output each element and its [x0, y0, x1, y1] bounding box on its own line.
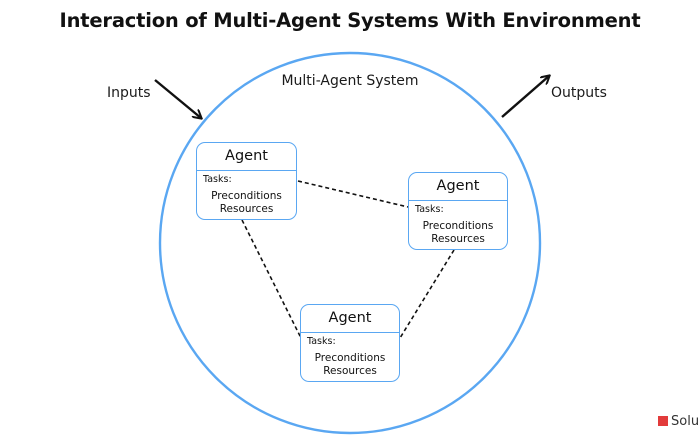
agent-tasks-label: Tasks:	[203, 174, 232, 185]
agent-name: Agent	[409, 173, 507, 201]
agent-item-resources: Resources	[431, 233, 485, 245]
agent-item-preconditions: Preconditions	[314, 352, 386, 364]
agent-item-resources: Resources	[219, 203, 274, 215]
connector-agent1-agent2	[297, 180, 409, 208]
connector-agent1-agent3	[241, 219, 302, 339]
agent-item-resources: Resources	[323, 365, 377, 377]
agent-name: Agent	[301, 305, 399, 333]
outputs-label: Outputs	[551, 85, 607, 101]
agent-box-1: Agent Tasks: Preconditions Resources	[196, 142, 297, 220]
logo-icon	[658, 416, 668, 426]
inputs-label: Inputs	[107, 85, 151, 101]
agent-box-3: Agent Tasks: Preconditions Resources	[300, 304, 400, 382]
connector-agent2-agent3	[399, 249, 455, 339]
system-label: Multi-Agent System	[281, 73, 419, 89]
agent-item-preconditions: Preconditions	[422, 220, 494, 232]
system-boundary-circle	[158, 51, 542, 435]
agent-tasks-label: Tasks:	[415, 204, 444, 215]
agent-tasks-label: Tasks:	[307, 336, 336, 347]
agent-item-preconditions: Preconditions	[211, 190, 282, 202]
inputs-arrow	[154, 79, 201, 118]
watermark-logo: Solu	[658, 414, 699, 429]
agent-box-2: Agent Tasks: Preconditions Resources	[408, 172, 508, 250]
agent-name: Agent	[197, 143, 296, 171]
outputs-arrow	[501, 76, 549, 118]
diagram-title: Interaction of Multi-Agent Systems With …	[59, 9, 641, 32]
watermark-text: Solu	[671, 414, 700, 429]
